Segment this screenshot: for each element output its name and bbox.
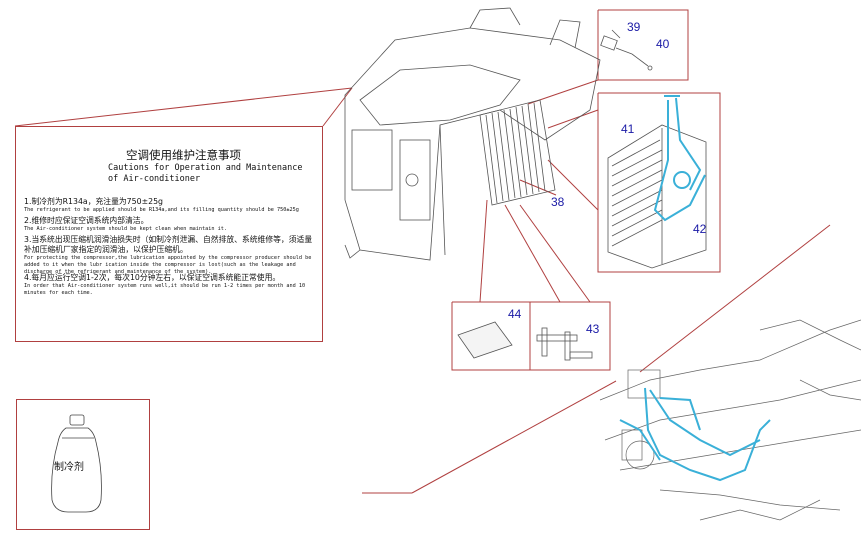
caution-item-4-en: In order that Air-conditioner system run… xyxy=(24,283,306,296)
caution-item-2-cn: 2.维修时应保证空调系统内部清洁。 xyxy=(24,216,149,225)
part-44-pad xyxy=(457,321,513,359)
caution-title-en: Cautions for Operation and Maintenance o… xyxy=(108,163,303,184)
parts-39-40 xyxy=(600,29,653,71)
caution-item-3-cn: 3.当系统出现压缩机润滑油损失时（如制冷剂泄漏、自然排放、系统维修等，须适量补加… xyxy=(24,235,313,254)
callout-38: 38 xyxy=(551,195,565,209)
refrigerant-label: 制冷剂 xyxy=(54,462,84,473)
vehicle-ac-pipes xyxy=(619,387,771,482)
vehicle-chassis xyxy=(599,319,861,521)
caution-item-3: 3.当系统出现压缩机润滑油损失时（如制冷剂泄漏、自然排放、系统维修等，须适量补加… xyxy=(24,235,316,276)
callout-39: 39 xyxy=(627,20,641,34)
hvac-housing xyxy=(344,7,601,261)
callout-41: 41 xyxy=(621,122,635,136)
caution-title-cn: 空调使用维护注意事项 xyxy=(126,148,241,162)
caution-panel: 空调使用维护注意事项 Cautions for Operation and Ma… xyxy=(15,126,323,342)
caution-item-3-en: For protecting the compressor,the lubric… xyxy=(24,255,312,275)
caution-item-2-en: The Air-conditioner system should be kep… xyxy=(24,226,228,232)
leader-lines xyxy=(14,9,831,494)
caution-item-1-en: The refrigerant to be applied should be … xyxy=(24,207,299,213)
part-43-bracket xyxy=(536,327,593,361)
caution-item-4: 4.每月应运行空调1-2次，每次10分钟左右，以保证空调系统能正常使用。 In … xyxy=(24,273,316,297)
callout-43: 43 xyxy=(586,322,600,336)
evaporator-core xyxy=(479,99,556,206)
callout-42: 42 xyxy=(693,222,707,236)
refrigerant-bottle-icon xyxy=(51,414,102,513)
caution-item-1-cn: 1.制冷剂为R134a，充注量为750±25g xyxy=(24,197,163,206)
caution-item-1: 1.制冷剂为R134a，充注量为750±25g The refrigerant … xyxy=(24,197,316,214)
caution-item-4-cn: 4.每月应运行空调1-2次，每次10分钟左右，以保证空调系统能正常使用。 xyxy=(24,273,281,282)
evaporator-assembly xyxy=(607,124,707,269)
caution-item-2: 2.维修时应保证空调系统内部清洁。 The Air-conditioner sy… xyxy=(24,216,316,233)
refrigerant-box xyxy=(16,399,150,530)
callout-40: 40 xyxy=(656,37,670,51)
evaporator-pipes xyxy=(653,95,706,222)
callout-44: 44 xyxy=(508,307,522,321)
